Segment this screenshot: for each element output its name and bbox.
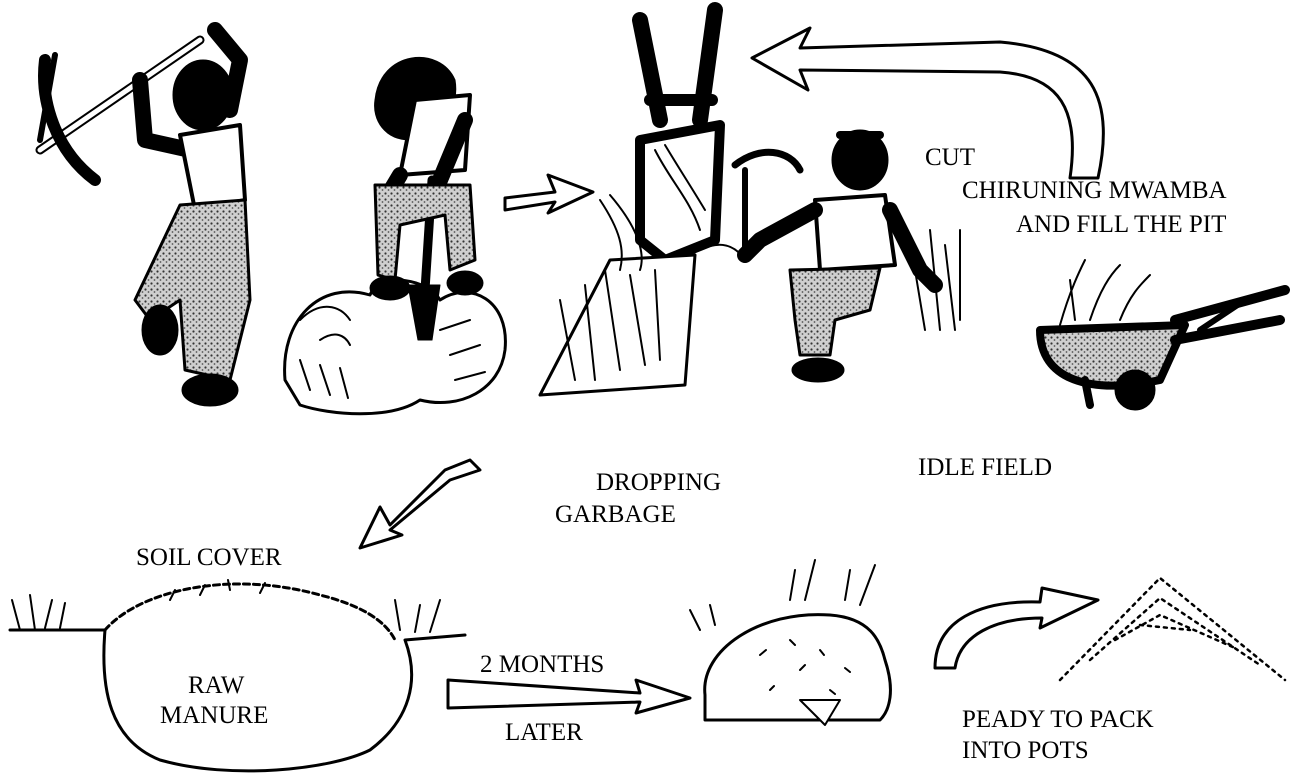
arrow-right-to-pit xyxy=(505,175,593,213)
label-dropping: DROPPING xyxy=(596,469,721,496)
label-manure: MANURE xyxy=(160,702,268,729)
label-ready-2: INTO POTS xyxy=(962,737,1089,764)
arrow-curved-ready xyxy=(935,588,1098,668)
wheelbarrow-with-grass xyxy=(1040,260,1285,410)
ready-compost-pile xyxy=(1060,578,1285,680)
label-chiruning-1: CHIRUNING MWAMBA xyxy=(962,177,1227,204)
arrow-two-months xyxy=(448,680,690,713)
man-with-pickaxe xyxy=(40,30,250,406)
label-idle-field: IDLE FIELD xyxy=(918,454,1052,481)
label-soil-cover: SOIL COVER xyxy=(136,544,282,571)
label-raw: RAW xyxy=(188,672,245,699)
label-chiruning-2: AND FILL THE PIT xyxy=(1016,211,1226,238)
label-ready-1: PEADY TO PACK xyxy=(962,706,1154,733)
label-two-months: 2 MONTHS xyxy=(480,651,604,678)
label-garbage: GARBAGE xyxy=(555,501,676,528)
arrow-down-left xyxy=(360,460,480,548)
label-later: LATER xyxy=(505,719,583,746)
label-cut: CUT xyxy=(925,144,975,171)
decomposing-mound xyxy=(690,560,890,725)
man-digging-with-shovel xyxy=(285,57,506,413)
